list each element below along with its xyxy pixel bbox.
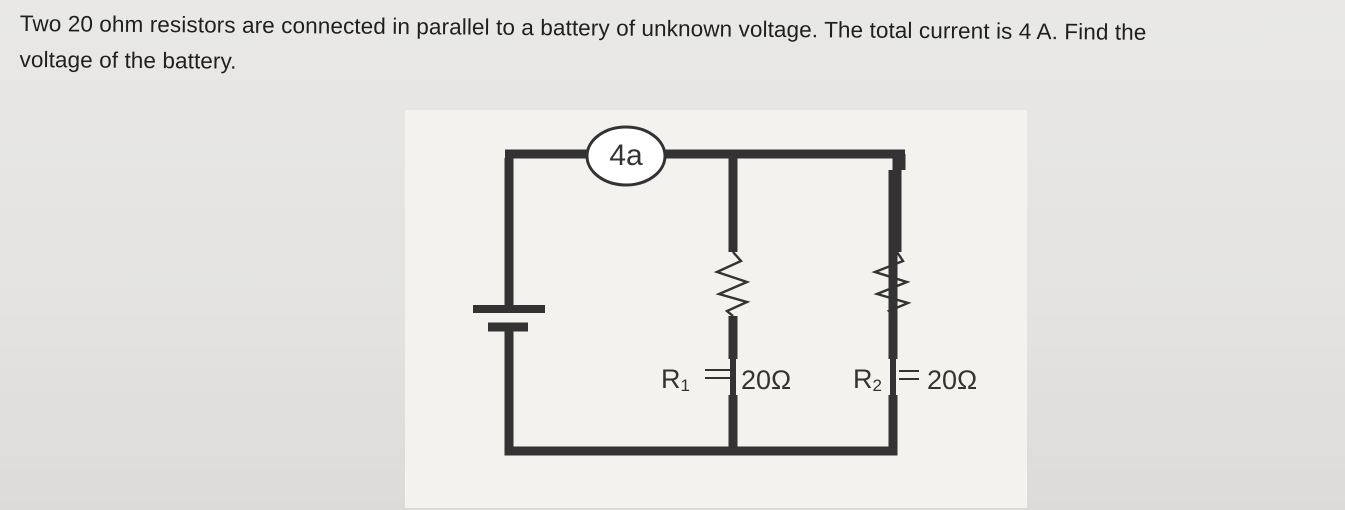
r1-name: R1	[661, 364, 690, 395]
question-text: Two 20 ohm resistors are connected in pa…	[19, 6, 1330, 88]
resistor-r2	[871, 251, 912, 317]
r2-value: 20Ω	[927, 365, 977, 395]
ammeter-label: 4a	[609, 139, 643, 172]
r2-label-bg	[847, 359, 1007, 395]
r1-value: 20Ω	[741, 365, 791, 395]
r2-name: R2	[853, 364, 882, 395]
wire-bottom	[504, 170, 898, 456]
circuit-figure: 4a R1 20Ω R2 20Ω	[405, 110, 1027, 508]
circuit-diagram: 4a R1 20Ω R2 20Ω	[473, 125, 1007, 456]
r1-label-bg	[655, 359, 819, 395]
resistor-r1	[713, 251, 751, 317]
ammeter	[585, 125, 667, 187]
